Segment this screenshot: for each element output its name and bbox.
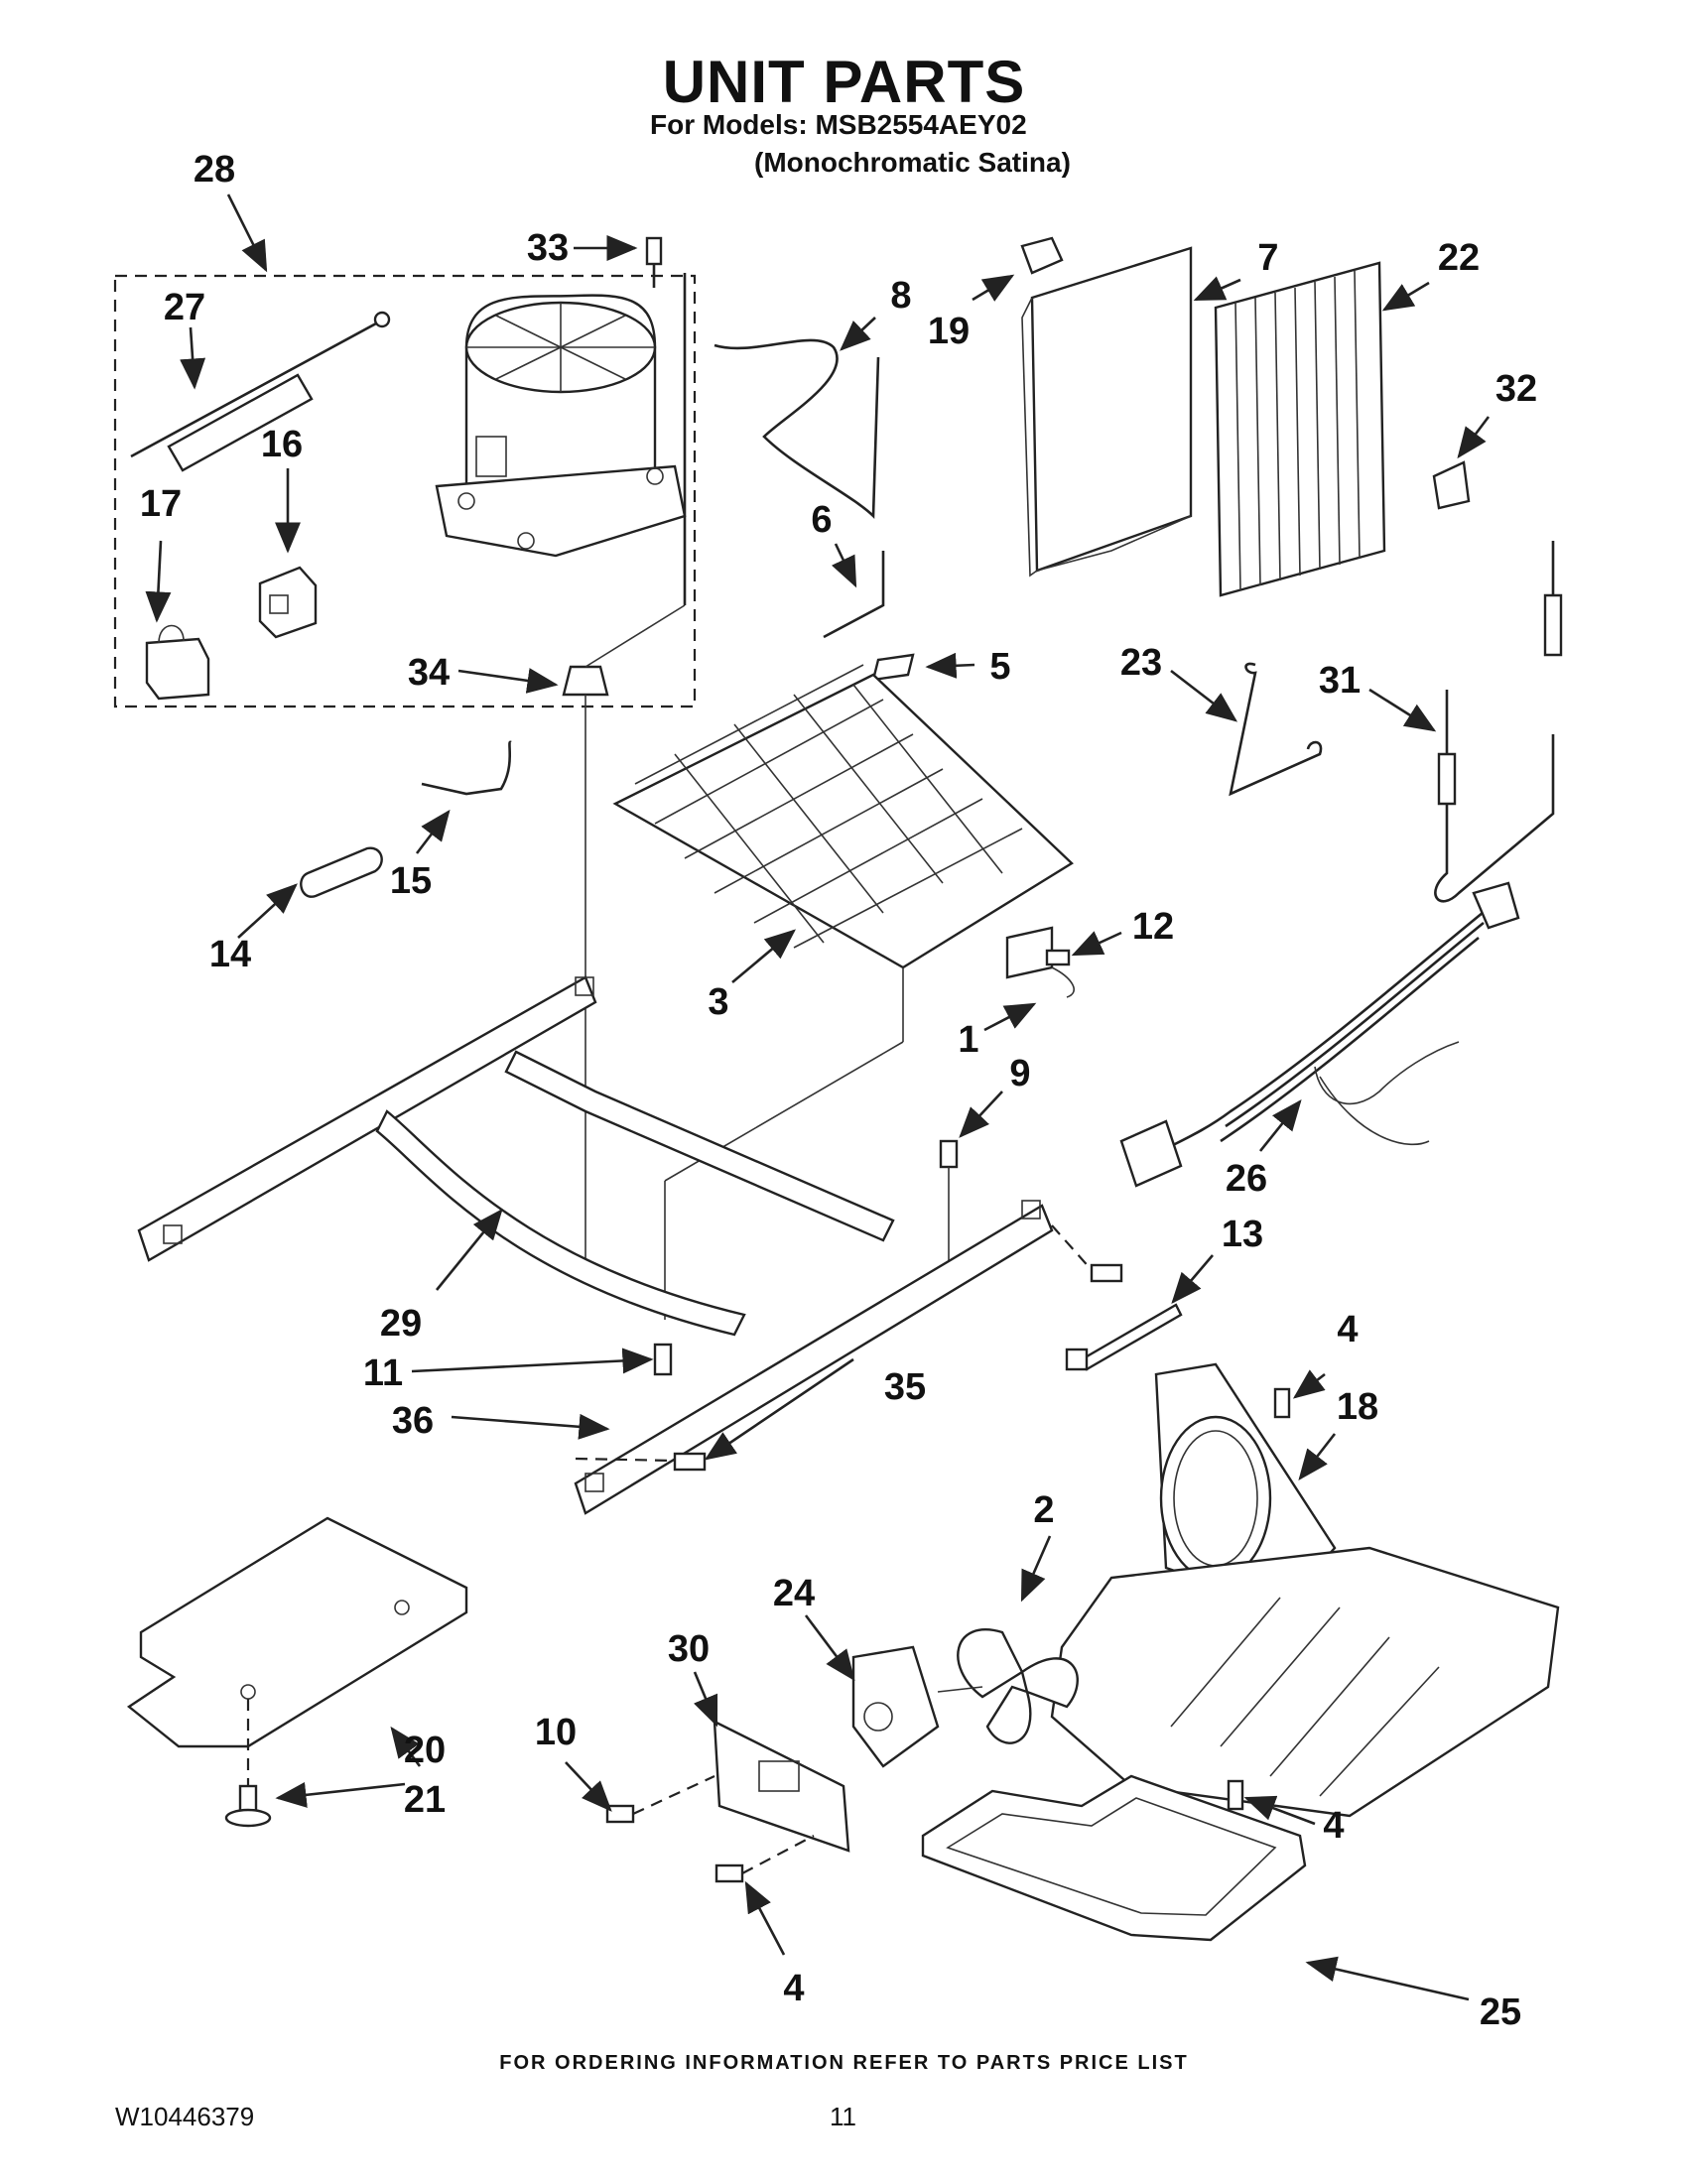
callout-4-bracket: 4 — [783, 1968, 804, 2009]
callout-5: 5 — [989, 646, 1010, 688]
clip-32 — [1432, 460, 1471, 510]
variant-line: (Monochromatic Satina) — [754, 147, 1071, 178]
screw-9 — [939, 1139, 959, 1260]
callout-labels: 28 33 8 19 7 22 27 16 17 32 6 5 23 31 34… — [140, 149, 1537, 2033]
callout-31: 31 — [1319, 660, 1361, 702]
callout-25: 25 — [1480, 1991, 1521, 2033]
callout-4-base: 4 — [1323, 1805, 1344, 1847]
relay-16 — [258, 566, 318, 639]
callout-15: 15 — [390, 860, 432, 902]
clip-19 — [1020, 236, 1064, 275]
screw-4-top — [1273, 1387, 1291, 1419]
screw-10 — [605, 1804, 635, 1824]
callout-22: 22 — [1438, 237, 1480, 279]
callout-2: 2 — [1033, 1489, 1054, 1531]
fan-motor-24 — [851, 1645, 983, 1768]
screw-35b — [1090, 1263, 1123, 1283]
callout-30: 30 — [668, 1628, 710, 1670]
callout-11: 11 — [363, 1352, 403, 1394]
bracket-1 — [1005, 926, 1075, 998]
wire-15 — [421, 740, 513, 796]
clip-5 — [871, 653, 915, 682]
cable-tie-13 — [1065, 1303, 1183, 1371]
hanger-23 — [1229, 662, 1323, 797]
callout-19: 19 — [928, 311, 970, 352]
screw-35 — [673, 1452, 707, 1472]
drain-pan-25 — [921, 1774, 1307, 1942]
ordering-note: FOR ORDERING INFORMATION REFER TO PARTS … — [499, 2052, 1189, 2074]
callout-35: 35 — [884, 1366, 926, 1408]
sleeve-14 — [300, 846, 383, 898]
callout-33: 33 — [527, 227, 569, 269]
callout-10: 10 — [535, 1712, 577, 1753]
condenser-housing-7 — [1021, 246, 1193, 578]
callout-14: 14 — [209, 934, 251, 975]
callout-28: 28 — [194, 149, 235, 191]
screw-4-bottom — [1227, 1779, 1244, 1811]
callout-34: 34 — [408, 652, 450, 694]
overload-17 — [145, 624, 210, 701]
callout-26: 26 — [1226, 1158, 1267, 1200]
callout-8: 8 — [890, 275, 911, 317]
evaporator-3 — [612, 664, 1074, 1320]
callout-27: 27 — [164, 287, 205, 328]
callout-1: 1 — [958, 1019, 978, 1061]
drier-27 — [130, 311, 391, 472]
shroud-18 — [1154, 1362, 1337, 1609]
callout-18: 18 — [1337, 1386, 1378, 1428]
callout-32: 32 — [1495, 368, 1537, 410]
power-cord-26 — [1119, 881, 1520, 1188]
callout-6: 6 — [811, 499, 832, 541]
screw-11 — [653, 1343, 673, 1376]
callout-16: 16 — [261, 424, 303, 465]
tube-31 — [1434, 541, 1563, 903]
callout-13: 13 — [1222, 1214, 1263, 1255]
models-line: For Models: MSB2554AEY02 — [650, 109, 1027, 140]
fastener-21 — [224, 1784, 272, 1828]
callout-3: 3 — [708, 981, 728, 1023]
compressor — [435, 294, 687, 558]
tube-6 — [823, 551, 885, 639]
condenser-22 — [1214, 261, 1386, 597]
base-rail-29 — [137, 975, 895, 1337]
screw-12 — [1045, 949, 1071, 966]
callout-36: 36 — [392, 1400, 434, 1442]
page-number: 11 — [830, 2102, 856, 2131]
callout-7: 7 — [1257, 237, 1278, 279]
bolt-33 — [645, 236, 663, 288]
callout-29: 29 — [380, 1303, 422, 1345]
document-number: W10446379 — [115, 2102, 255, 2131]
callout-20: 20 — [404, 1730, 446, 1771]
callout-9: 9 — [1009, 1053, 1030, 1094]
front-rail-36 — [574, 1200, 1054, 1515]
callout-4-top: 4 — [1337, 1309, 1358, 1350]
grommet-34 — [562, 604, 686, 1270]
motor-bracket-30 — [713, 1719, 850, 1853]
callout-21: 21 — [404, 1779, 446, 1821]
screw-4-left — [714, 1863, 744, 1883]
callout-17: 17 — [140, 483, 182, 525]
callout-24: 24 — [773, 1573, 815, 1614]
page-title: UNIT PARTS — [662, 49, 1026, 115]
callout-12: 12 — [1132, 906, 1174, 948]
compressor-group-box — [113, 274, 697, 708]
leader-lines — [145, 193, 1491, 2001]
insulation-panel-20 — [126, 1516, 468, 1786]
machine-base — [1050, 1546, 1560, 1818]
tube-8 — [714, 338, 880, 520]
callout-23: 23 — [1120, 642, 1162, 684]
fan-blade-2 — [957, 1628, 1079, 1744]
